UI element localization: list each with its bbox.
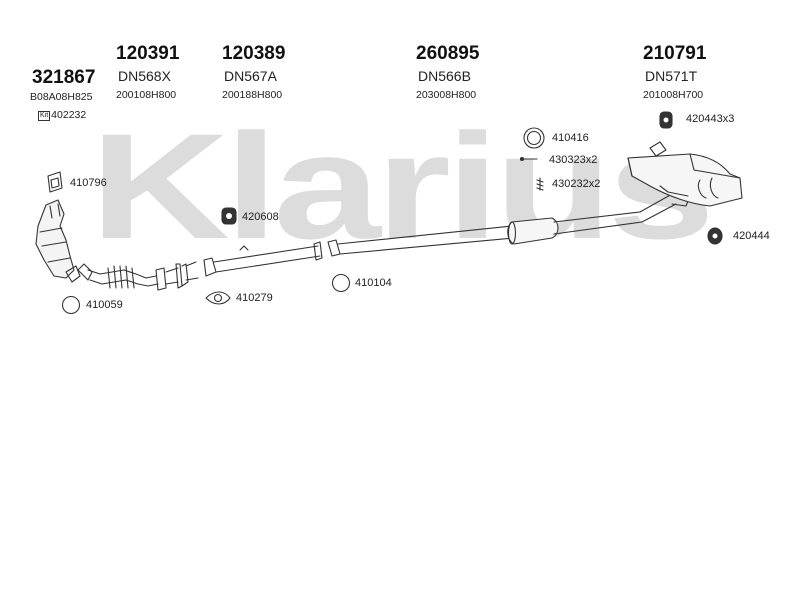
catalytic-converter-321867 [35, 199, 81, 283]
part-260895-ref: 203008H800 [416, 89, 477, 101]
clamp-410416-icon [523, 127, 545, 149]
accessory-430323: 430323x2 [549, 154, 598, 166]
part-120389-code: DN567A [224, 68, 277, 84]
rear-silencer-210791 [627, 141, 743, 207]
accessory-410104: 410104 [355, 277, 392, 289]
part-260895-number: 260895 [416, 43, 480, 64]
part-120391-ref: 200108H800 [116, 89, 177, 101]
accessory-410796: 410796 [70, 177, 107, 189]
part-260895-code: DN566B [418, 68, 471, 84]
bolt-430323-icon [519, 156, 538, 162]
part-210791-number: 210791 [643, 43, 707, 64]
part-120391-code: DN568X [118, 68, 171, 84]
part-210791-ref: 201008H700 [643, 89, 704, 101]
ring-410059-icon [61, 295, 81, 315]
part-120389-ref: 200188H800 [222, 89, 283, 101]
rubber-mount-420444-icon [707, 227, 723, 245]
flange-gasket-410279-icon [205, 291, 231, 305]
ring-410104-icon [331, 273, 351, 293]
rubber-mount-420608-icon [221, 207, 237, 225]
front-pipe-120391 [77, 263, 167, 291]
accessory-410059: 410059 [86, 299, 123, 311]
intermediate-pipe-120389 [165, 241, 323, 289]
rubber-mount-420443-icon [659, 111, 673, 129]
part-120391-number: 120391 [116, 43, 180, 64]
accessory-410279: 410279 [236, 292, 273, 304]
accessory-420443: 420443x3 [686, 113, 735, 125]
part-120389-number: 120389 [222, 43, 286, 64]
accessory-420608: 420608 [242, 211, 279, 223]
kit-ref-number: 402232 [51, 109, 87, 121]
accessory-410416: 410416 [552, 132, 589, 144]
part-210791-code: DN571T [645, 68, 698, 84]
spring-430232-icon [536, 177, 544, 191]
accessory-430232: 430232x2 [552, 178, 601, 190]
part-number: 321867 [32, 67, 96, 88]
part-321867-ref: B08A08H825 [30, 91, 93, 103]
gasket-410796-icon [47, 171, 63, 193]
part-321867: 321867 [32, 68, 95, 88]
accessory-420444: 420444 [733, 230, 770, 242]
kit-badge: Kit [38, 111, 51, 121]
centre-pipe-260895 [327, 189, 691, 257]
watermark-text: Klarius [90, 102, 710, 270]
